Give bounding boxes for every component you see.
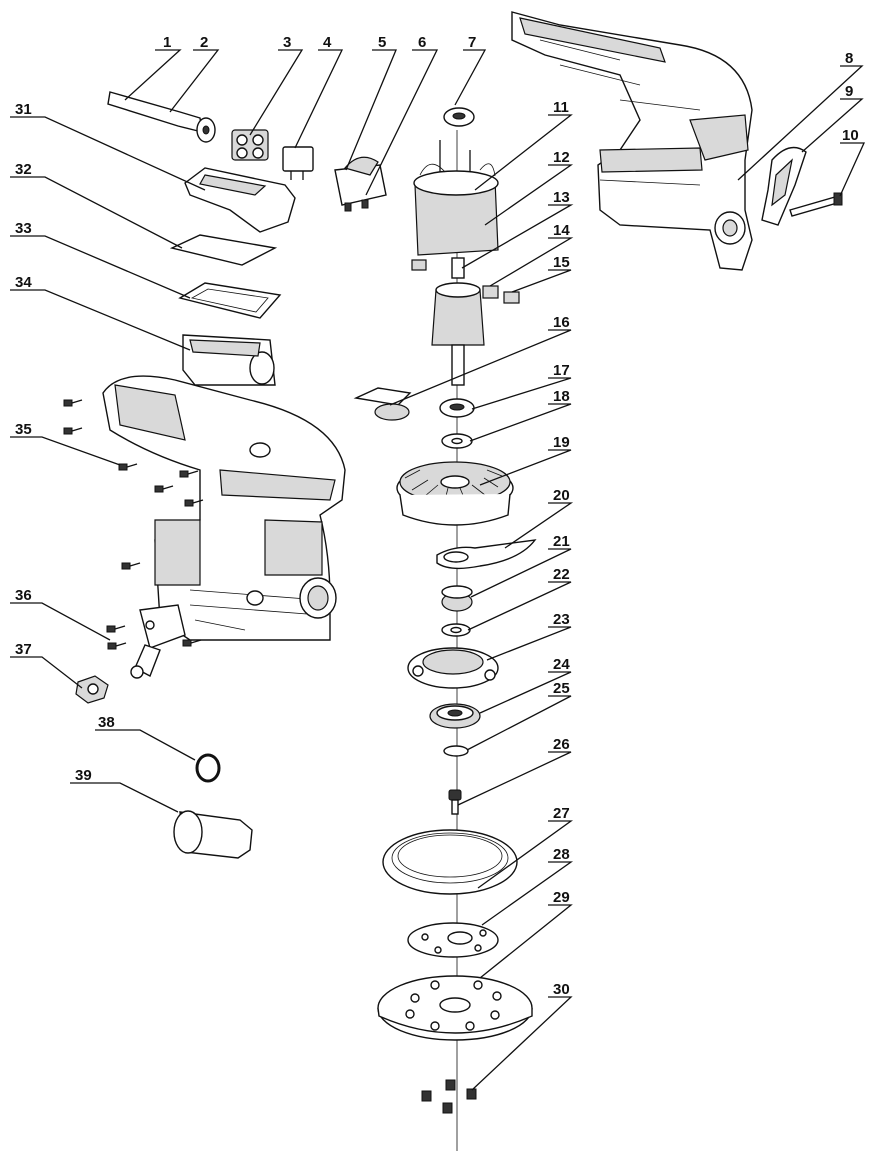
label-3: 3 — [283, 34, 291, 51]
part-number-labels: 1 2 3 4 5 6 7 8 9 10 11 12 13 14 15 16 1… — [15, 34, 859, 998]
label-9: 9 — [845, 83, 853, 100]
part-8-housing-half — [511, 11, 753, 271]
part-11-12-stator — [413, 140, 499, 256]
label-39: 39 — [75, 767, 92, 784]
label-28: 28 — [553, 846, 570, 863]
part-30-screws — [421, 1079, 477, 1114]
part-23-bearing-housing — [407, 647, 499, 689]
part-17-bearing — [439, 398, 475, 418]
part-25-washer — [443, 745, 469, 757]
part-13-brush-holder — [411, 259, 427, 271]
label-17: 17 — [553, 362, 570, 379]
label-22: 22 — [553, 566, 570, 583]
label-31: 31 — [15, 101, 32, 118]
label-4: 4 — [323, 34, 332, 51]
label-30: 30 — [553, 981, 570, 998]
part-20-counterweight — [436, 539, 537, 570]
label-11: 11 — [553, 99, 569, 116]
part-39-dust-adapter — [173, 810, 253, 859]
label-21: 21 — [553, 533, 570, 550]
part-7-bearing — [443, 107, 475, 127]
label-6: 6 — [418, 34, 426, 51]
label-7: 7 — [468, 34, 476, 51]
part-16-baffle — [353, 387, 412, 421]
label-29: 29 — [553, 889, 570, 906]
label-34: 34 — [15, 274, 32, 291]
label-12: 12 — [553, 149, 570, 166]
part-33-filter-frame — [178, 282, 282, 319]
part-15-brush — [503, 291, 520, 304]
part-24-bearing — [429, 703, 481, 729]
sander-housing-body — [102, 375, 346, 641]
part-27-skirt-ring — [382, 829, 518, 895]
part-35-screws — [63, 399, 204, 650]
part-3-terminal-block — [231, 129, 269, 161]
part-32-filter-sheet — [169, 234, 278, 266]
label-19: 19 — [553, 434, 570, 451]
label-16: 16 — [553, 314, 570, 331]
part-37-nut — [75, 675, 109, 704]
label-23: 23 — [553, 611, 570, 628]
part-5-6-switch — [334, 156, 387, 212]
label-32: 32 — [15, 161, 32, 178]
part-22-washer — [441, 623, 471, 637]
label-33: 33 — [15, 220, 32, 237]
label-20: 20 — [553, 487, 570, 504]
part-18-washer — [441, 433, 473, 449]
label-8: 8 — [845, 50, 853, 67]
label-1: 1 — [163, 34, 171, 51]
label-36: 36 — [15, 587, 32, 604]
part-36-lever — [130, 604, 186, 679]
part-14-brush — [482, 285, 499, 299]
part-34-dust-box — [182, 334, 276, 386]
label-38: 38 — [98, 714, 115, 731]
leader-lines — [10, 49, 866, 1091]
part-19-fan — [396, 461, 514, 526]
label-10: 10 — [842, 127, 859, 144]
label-37: 37 — [15, 641, 32, 658]
label-25: 25 — [553, 680, 570, 697]
part-29-sanding-pad — [377, 975, 533, 1041]
label-2: 2 — [200, 34, 208, 51]
part-26-screw — [448, 789, 462, 815]
part-9-lever-cover — [761, 146, 807, 226]
label-27: 27 — [553, 805, 570, 822]
label-35: 35 — [15, 421, 32, 438]
part-1-2-cable-sleeve — [107, 91, 216, 143]
part-31-top-cover — [184, 167, 296, 233]
armature — [431, 257, 485, 386]
label-18: 18 — [553, 388, 570, 405]
part-10-bolt — [789, 192, 843, 217]
part-4-capacitor — [282, 146, 314, 180]
label-24: 24 — [553, 656, 570, 673]
part-28-pad-plate — [407, 922, 499, 958]
label-5: 5 — [378, 34, 386, 51]
label-26: 26 — [553, 736, 570, 753]
part-21-eccentric-bearing — [441, 585, 473, 612]
part-38-o-ring — [195, 753, 221, 783]
label-13: 13 — [553, 189, 570, 206]
label-14: 14 — [553, 222, 570, 239]
label-15: 15 — [553, 254, 570, 271]
